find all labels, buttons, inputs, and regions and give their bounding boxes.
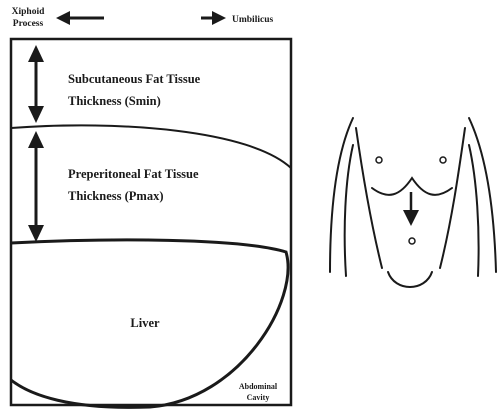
subcutaneous-label-line1: Subcutaneous Fat Tissue: [68, 72, 201, 86]
preperitoneal-label-line1: Preperitoneal Fat Tissue: [68, 167, 199, 181]
umbilicus-dot: [409, 238, 415, 244]
left-arm-inner: [345, 145, 353, 276]
waist-line: [388, 272, 432, 287]
left-torso-side: [356, 128, 382, 268]
abdominal-cavity-label-line2: Cavity: [247, 393, 270, 402]
right-torso-side: [440, 128, 465, 268]
subcutaneous-boundary-line: [11, 125, 291, 168]
right-arm-outer: [469, 118, 496, 272]
subcutaneous-label-line2: Thickness (Smin): [68, 94, 161, 108]
scan-direction-arrow: [403, 192, 419, 226]
preperitoneal-thickness-arrow: [28, 131, 44, 242]
umbilicus-direction-arrow: [201, 11, 226, 25]
left-arm-outer: [330, 118, 353, 272]
abdominal-cavity-label-line1: Abdominal: [239, 382, 278, 391]
subcutaneous-thickness-arrow: [28, 45, 44, 123]
left-nipple: [376, 157, 382, 163]
xiphoid-label-line2: Process: [13, 19, 44, 29]
right-arm-inner: [469, 145, 479, 276]
umbilicus-label: Umbilicus: [232, 15, 273, 25]
right-nipple: [440, 157, 446, 163]
xiphoid-label-line1: Xiphoid: [12, 7, 45, 17]
xiphoid-direction-arrow: [56, 11, 104, 25]
torso-illustration: [330, 118, 496, 287]
preperitoneal-label-line2: Thickness (Pmax): [68, 189, 164, 203]
liver-label: Liver: [130, 316, 160, 330]
